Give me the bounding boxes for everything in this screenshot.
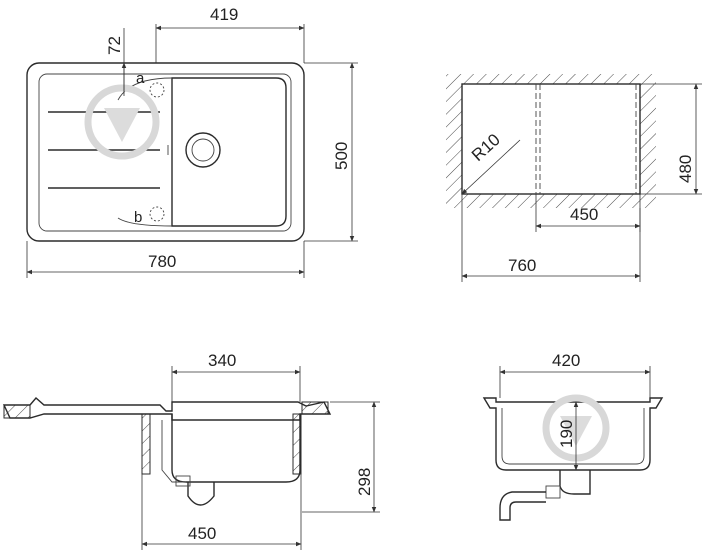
tap-hole-b: [149, 206, 165, 222]
dim-500: 500: [332, 142, 351, 170]
dim-190: 190: [557, 420, 576, 448]
tap-hole-a: [149, 82, 165, 98]
trap: [187, 482, 215, 506]
section-bowl: [482, 397, 664, 471]
bowl: [171, 77, 287, 227]
dim-450-side: 450: [188, 524, 216, 543]
top-view: a b 419 72 500 780: [26, 5, 358, 278]
dim-72: 72: [105, 36, 124, 55]
dim-419: 419: [210, 5, 238, 24]
cutout-view: R10 480 450 760: [446, 74, 702, 282]
dim-780: 780: [148, 252, 176, 271]
drain-inner: [191, 138, 215, 162]
side-view: 340 298 450: [2, 351, 380, 550]
section-trap: [559, 470, 591, 495]
sink-outline: [26, 62, 305, 242]
sink-profile: [2, 397, 332, 421]
cabinet-right: [292, 413, 302, 475]
sink-inner-rim: [38, 73, 292, 232]
dim-480: 480: [676, 155, 695, 183]
cutout-opening: [461, 83, 641, 195]
side-bowl: [171, 414, 301, 483]
cabinet-left: [141, 413, 151, 475]
section-view: 420 190: [482, 351, 664, 521]
dim-340: 340: [208, 351, 236, 370]
dim-298: 298: [355, 468, 374, 496]
dim-450-cutout: 450: [570, 205, 598, 224]
dim-420: 420: [552, 351, 580, 370]
dim-760: 760: [508, 256, 536, 275]
overflow-pipe: [161, 420, 186, 483]
label-b: b: [134, 209, 142, 226]
label-a: a: [136, 70, 145, 87]
outlet-pipe: [499, 491, 546, 521]
watermark-icon: [84, 84, 160, 160]
drain-outer: [185, 132, 221, 168]
